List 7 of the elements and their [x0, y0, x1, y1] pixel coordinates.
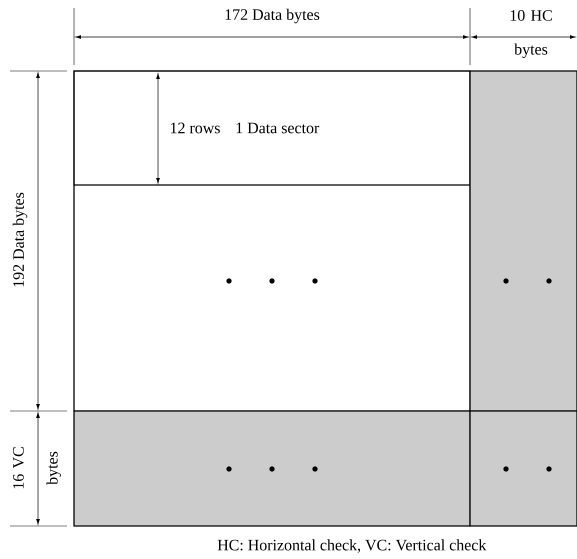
corner-block	[469, 410, 577, 527]
dimension-label: 192 Data bytes	[12, 192, 28, 286]
dimension-label: 12 rows	[170, 122, 220, 134]
dimension-label: 10 HC bytes	[510, 10, 552, 58]
caption: HC: Horizontal check, VC: Vertical check	[218, 539, 486, 553]
data-area	[73, 70, 471, 412]
dimension-label: 172 Data bytes	[226, 8, 320, 24]
